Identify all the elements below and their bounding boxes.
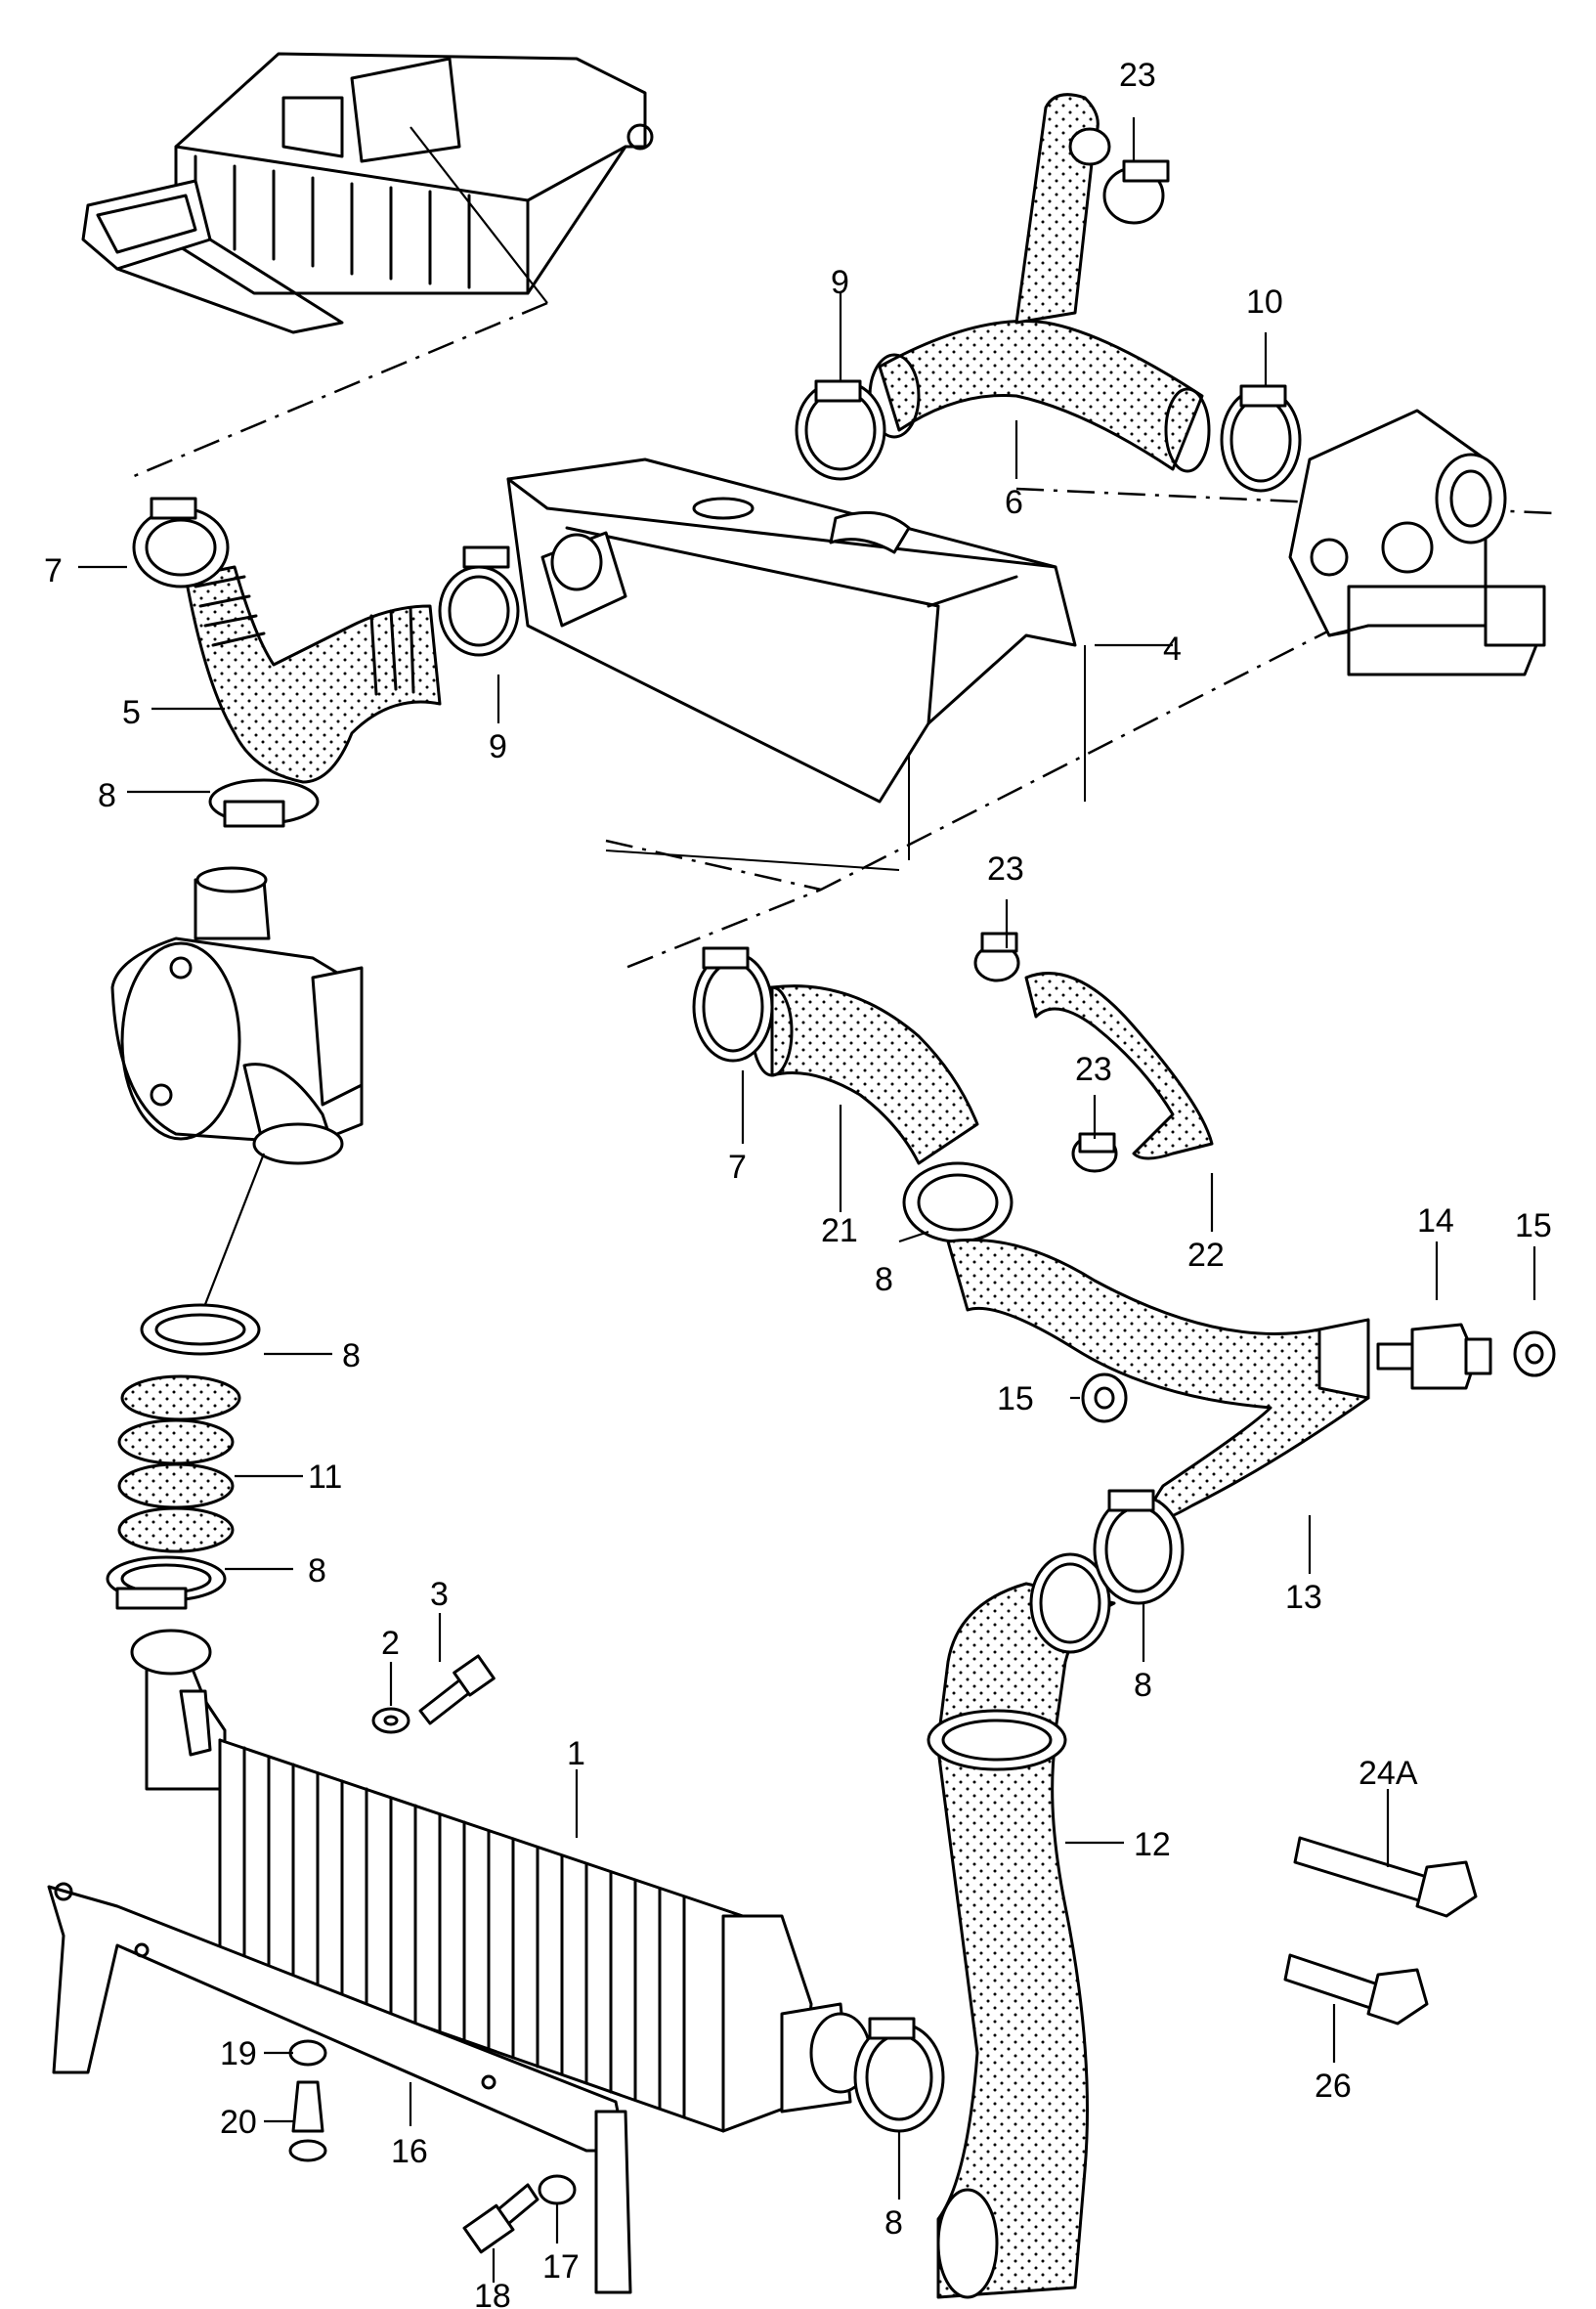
hose-6 [868, 93, 1211, 473]
callout-10: 10 [1246, 283, 1283, 321]
washer-17 [538, 2174, 577, 2205]
bolt-26 [1283, 1953, 1429, 2026]
callout-15-right: 15 [1515, 1207, 1552, 1244]
callout-18: 18 [474, 2278, 511, 2309]
turbocharger [110, 866, 364, 1165]
hose-clamp-10 [1220, 384, 1302, 493]
callout-2: 2 [381, 1625, 400, 1662]
bolt-18 [462, 2183, 539, 2254]
hose-21 [751, 984, 979, 1165]
hose-22 [1024, 972, 1214, 1160]
callout-15-left: 15 [997, 1380, 1034, 1417]
screw-20 [288, 2080, 327, 2162]
hose-clamp-8-left-upper [140, 1303, 261, 1356]
air-filter-housing [81, 52, 654, 334]
hose-clamp-8-mid [902, 1161, 1014, 1243]
callout-13: 13 [1285, 1579, 1322, 1616]
callout-22: 22 [1187, 1237, 1225, 1274]
callout-8-mid: 8 [875, 1261, 893, 1298]
callout-8-bottom: 8 [884, 2204, 903, 2242]
hose-clamp-7-mid [692, 946, 774, 1063]
washer-19 [288, 2039, 327, 2067]
callout-7-top: 7 [44, 552, 63, 589]
hose-clamp-8-top [208, 778, 320, 828]
callout-8-left-upper: 8 [342, 1337, 361, 1374]
assembly-line [126, 301, 548, 481]
callout-8-left-lower: 8 [308, 1552, 326, 1590]
callout-26: 26 [1315, 2068, 1352, 2105]
callout-3: 3 [430, 1576, 449, 1613]
callout-4: 4 [1163, 631, 1182, 668]
intercooler [130, 1629, 872, 2133]
nut-15-right [1513, 1330, 1556, 1377]
hose-clamp-8-bottom [853, 2017, 945, 2133]
engine-cover [506, 457, 1086, 871]
callout-19: 19 [220, 2035, 257, 2072]
bolt-24a [1293, 1836, 1478, 1918]
callout-23-top: 23 [987, 850, 1024, 888]
connector-pipe [540, 531, 627, 628]
assembly-line [605, 839, 822, 892]
leader-lines [78, 117, 1536, 2283]
hose-clamp-9-top [795, 379, 886, 481]
hose-clamp-9-mid [438, 545, 520, 657]
hose-clamp-7-top [132, 497, 230, 588]
callout-21: 21 [821, 1212, 858, 1249]
hose-clamp-23-top [973, 932, 1020, 982]
throttle-body [1288, 409, 1546, 676]
callout-1: 1 [567, 1735, 585, 1772]
nut-15-left [1081, 1372, 1128, 1423]
callout-23-mid: 23 [1075, 1051, 1112, 1088]
hose-5 [184, 565, 442, 784]
callout-11: 11 [308, 1459, 342, 1496]
bellows-hose-11 [117, 1374, 241, 1553]
bolt-3 [418, 1654, 496, 1725]
bracket-16 [47, 1882, 632, 2294]
callout-12: 12 [1134, 1826, 1171, 1863]
callout-9-mid: 9 [489, 728, 507, 765]
hose-clamp-24 [1102, 159, 1170, 225]
assembly-line [1015, 487, 1555, 515]
assembly-line [410, 126, 548, 304]
hose-clamp-23-mid [1071, 1132, 1118, 1173]
callout-7-mid: 7 [728, 1149, 747, 1186]
callout-8-top: 8 [98, 777, 116, 814]
washer-2 [371, 1707, 410, 1734]
callout-17: 17 [542, 2248, 580, 2286]
hose-clamp-8-right [1093, 1489, 1185, 1605]
callout-6: 6 [1005, 484, 1023, 521]
callout-24-top: 23 [1119, 57, 1156, 94]
pressure-sensor-14 [1376, 1323, 1492, 1390]
callout-24a: 24A [1359, 1755, 1418, 1792]
callout-9-top: 9 [831, 264, 849, 301]
callout-8-right: 8 [1134, 1667, 1152, 1704]
callout-5: 5 [122, 694, 141, 731]
hose-clamp-8-left-lower [106, 1555, 227, 1610]
callout-14: 14 [1417, 1202, 1454, 1240]
hose-12 [927, 1552, 1116, 2299]
callout-20: 20 [220, 2104, 257, 2141]
callout-16: 16 [391, 2133, 428, 2170]
